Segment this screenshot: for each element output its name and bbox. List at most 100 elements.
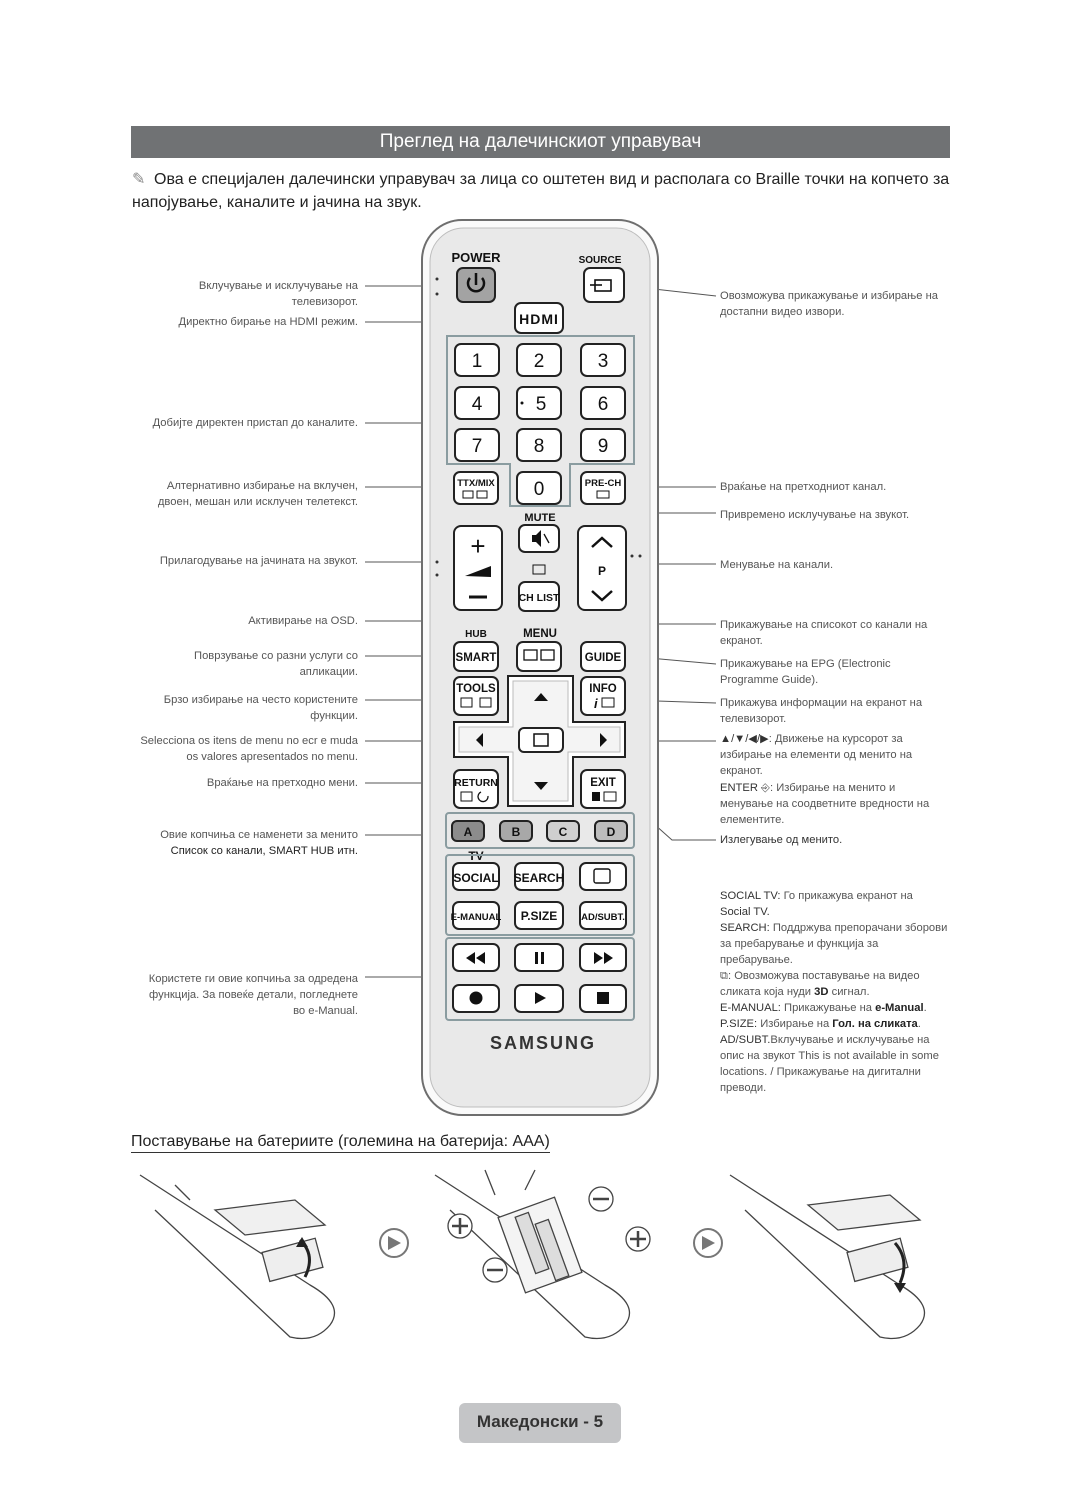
key-1[interactable]: [454, 343, 500, 377]
fastforward-button[interactable]: [579, 943, 627, 972]
key-b-label: B: [512, 825, 521, 839]
guide-label: GUIDE: [585, 652, 622, 664]
prech-button[interactable]: [580, 471, 626, 505]
key-d[interactable]: [594, 820, 628, 842]
ttx-label: TTX/MIX: [457, 478, 495, 489]
key-1-label: 1: [472, 351, 483, 372]
up-arrow-icon[interactable]: [534, 693, 548, 701]
volume-up-icon: +: [470, 531, 485, 561]
key-b[interactable]: [499, 820, 533, 842]
social-label: SOCIAL: [453, 871, 498, 885]
source-button[interactable]: [583, 267, 625, 303]
enter-button[interactable]: [518, 727, 564, 753]
rewind-button[interactable]: [452, 943, 500, 972]
key-c[interactable]: [546, 820, 580, 842]
channel-down-icon: [591, 590, 613, 602]
chlist-button[interactable]: [518, 581, 560, 612]
smart-button[interactable]: [453, 641, 499, 672]
search-label: SEARCH: [514, 871, 565, 885]
menu-label: MENU: [523, 628, 557, 640]
number-pad: [454, 343, 626, 505]
mute-label: MUTE: [524, 512, 555, 524]
stop-icon: [597, 992, 609, 1004]
key-3[interactable]: [580, 343, 626, 377]
ann-tools: Брзо избирање на често користените функц…: [163, 694, 358, 722]
psize-button[interactable]: [514, 901, 564, 930]
psize-text: Избирање на: [760, 1018, 830, 1030]
left-arrow-icon[interactable]: [476, 733, 483, 747]
key-9[interactable]: [580, 428, 626, 462]
key-6-label: 6: [598, 394, 609, 415]
key-5[interactable]: [516, 386, 562, 420]
ann-hdmi: Директно бирање на HDMI режим.: [178, 316, 359, 328]
power-icon: [466, 273, 486, 293]
psize-label: P.SIZE: [521, 909, 557, 923]
ann-power: Вклучување и исклучување на телевизорот.: [198, 280, 358, 308]
ann-colorkeys: Овие копчиња се наменети за менито Списо…: [120, 827, 358, 859]
tools-button[interactable]: [453, 676, 499, 716]
samsung-logo: SAMSUNG: [490, 1033, 596, 1053]
exit-button[interactable]: [580, 769, 626, 809]
key-a[interactable]: [451, 820, 485, 842]
adsubt-label: AD/SUBT.: [581, 912, 625, 923]
threed-text: : Овозможува поставување на видео сликат…: [720, 970, 920, 998]
channel-p-label: P: [598, 564, 606, 578]
return-button[interactable]: [453, 769, 499, 809]
volume-rocker[interactable]: [453, 525, 503, 611]
arrows-text: : Движење на курсорот за избирање на еле…: [720, 733, 913, 777]
social-text-b: Social TV.: [720, 906, 770, 918]
hdmi-button[interactable]: [514, 302, 564, 334]
down-arrow-icon[interactable]: [534, 782, 548, 790]
key-2[interactable]: [516, 343, 562, 377]
key-8[interactable]: [516, 428, 562, 462]
key-7-label: 7: [472, 436, 483, 457]
emanual-label: E-MANUAL: [451, 912, 502, 923]
key-7[interactable]: [454, 428, 500, 462]
page-title: Преглед на далечинскиот управувач: [131, 126, 950, 158]
key-4[interactable]: [454, 386, 500, 420]
key-d-label: D: [607, 825, 616, 839]
ann-mute: Привремено исклучување на звукот.: [720, 509, 910, 521]
threed-button[interactable]: [579, 862, 627, 891]
note-body: Ова е специјален далечински управувач за…: [132, 171, 950, 211]
key-4-label: 4: [472, 394, 483, 415]
right-arrow-icon[interactable]: [600, 733, 607, 747]
enter-icon: [533, 733, 549, 747]
battery-illustrations: [139, 1169, 926, 1340]
remote-diagram: POWER SOURCE HDMI 1: [365, 219, 717, 1116]
hub-label: HUB: [465, 629, 487, 640]
battery-step-1: [139, 1174, 336, 1340]
key-c-label: C: [559, 825, 568, 839]
key-a-label: A: [464, 825, 473, 839]
ann-guide: Прикажување на EPG (Electronic Programme…: [720, 658, 891, 686]
key-6[interactable]: [580, 386, 626, 420]
chlist-label: CH LIST: [519, 592, 560, 604]
record-icon: [469, 991, 483, 1005]
ann-chlist: Прикажување на списокот со канали на екр…: [720, 619, 928, 647]
threed-icon-inline: ⧉: [720, 970, 728, 982]
battery-section-heading: Поставување на батериите (големина на ба…: [131, 1133, 550, 1153]
search-button[interactable]: [514, 862, 564, 891]
channel-rocker[interactable]: [577, 525, 627, 611]
key-0[interactable]: [516, 471, 562, 505]
guide-button[interactable]: [580, 641, 626, 672]
channel-up-icon: [591, 536, 613, 548]
social-button[interactable]: [452, 862, 500, 891]
social-text: Го прикажува екранот на: [783, 890, 913, 902]
key-9-label: 9: [598, 436, 609, 457]
ann-enter: ENTER ⎆: Избирање на менито и менување н…: [720, 780, 945, 828]
emanual-button[interactable]: [452, 901, 500, 930]
exit-label: EXIT: [590, 777, 616, 789]
pause-icon: [535, 952, 544, 964]
threed-b: 3D: [814, 986, 829, 998]
tools-label: TOOLS: [456, 683, 496, 695]
adsubt-button[interactable]: [579, 901, 627, 930]
enter-label: ENTER: [720, 782, 758, 794]
source-label: SOURCE: [579, 255, 622, 266]
page-footer: Македонски - 5: [459, 1403, 621, 1443]
emanual-label-text: E-MANUAL:: [720, 1002, 781, 1014]
power-label: POWER: [451, 250, 501, 265]
pause-button[interactable]: [514, 943, 564, 972]
key-8-label: 8: [534, 436, 545, 457]
menu-button[interactable]: [516, 641, 562, 672]
